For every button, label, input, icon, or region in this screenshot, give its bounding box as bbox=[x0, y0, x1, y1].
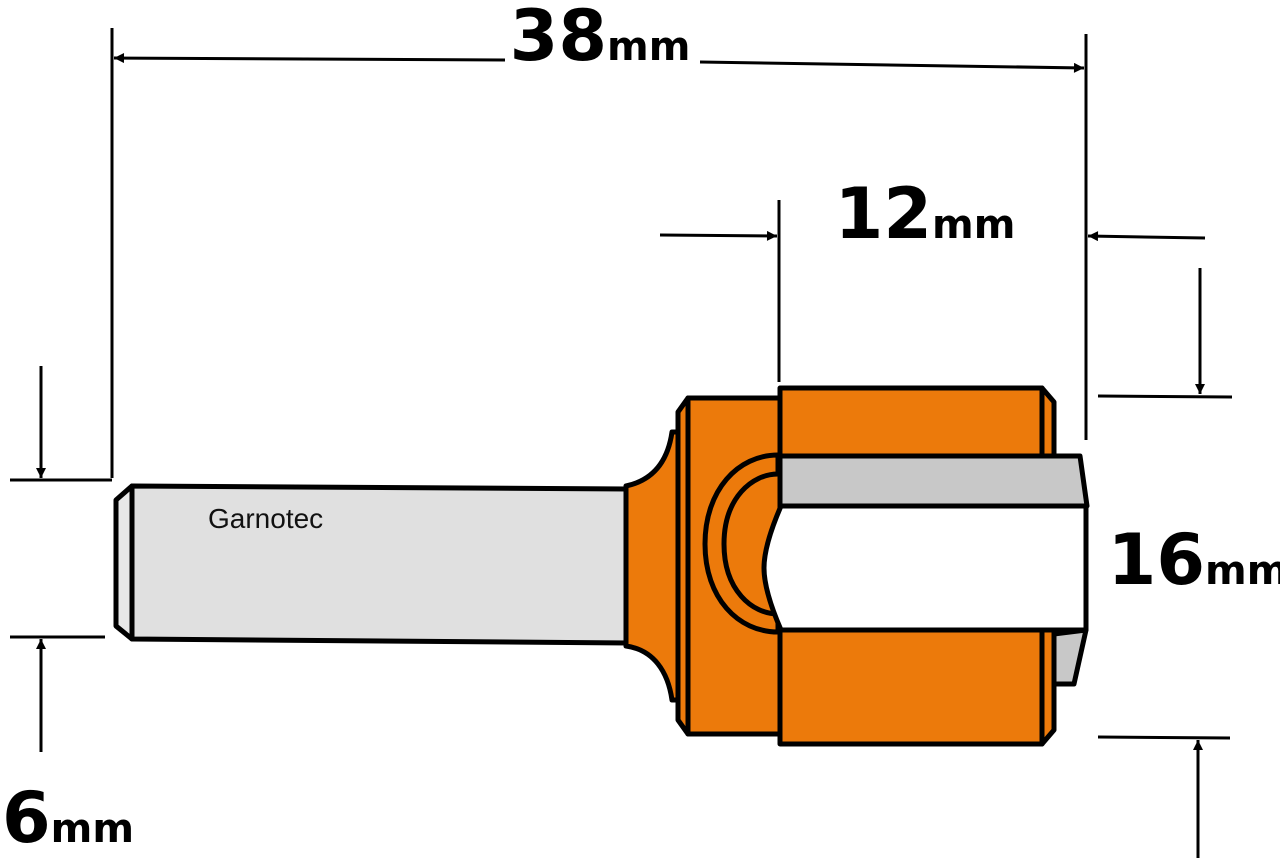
cutting-blade-top bbox=[777, 453, 1090, 509]
overall-length-label: 38mm bbox=[510, 0, 691, 77]
arrow-cut-end bbox=[1087, 231, 1206, 242]
arrow-cut-start bbox=[659, 230, 778, 241]
arrow-left bbox=[113, 53, 506, 64]
brand-label: Garnotec bbox=[208, 503, 323, 534]
cutting-length-label: 12mm bbox=[835, 173, 1016, 255]
dimension-shank-diameter: 6mm bbox=[2, 366, 134, 859]
dimension-overall-length: 38mm bbox=[110, 0, 1088, 478]
center-cavity bbox=[761, 503, 1089, 633]
dimension-cutting-diameter: 16mm bbox=[1097, 268, 1280, 858]
extension-line-bottom bbox=[1097, 735, 1231, 740]
router-bit: Garnotec bbox=[113, 385, 1090, 747]
dimension-cutting-length: 12mm bbox=[659, 173, 1206, 382]
shank-diameter-label: 6mm bbox=[2, 777, 134, 859]
blade-holder-top bbox=[777, 385, 1057, 461]
cutting-diameter-label: 16mm bbox=[1108, 519, 1280, 601]
cutting-blade-bottom bbox=[1051, 627, 1089, 687]
blade-holder-bottom bbox=[777, 627, 1057, 747]
shank: Garnotec bbox=[113, 483, 631, 646]
extension-line-top bbox=[1097, 394, 1233, 399]
arrow-right bbox=[699, 60, 1085, 73]
